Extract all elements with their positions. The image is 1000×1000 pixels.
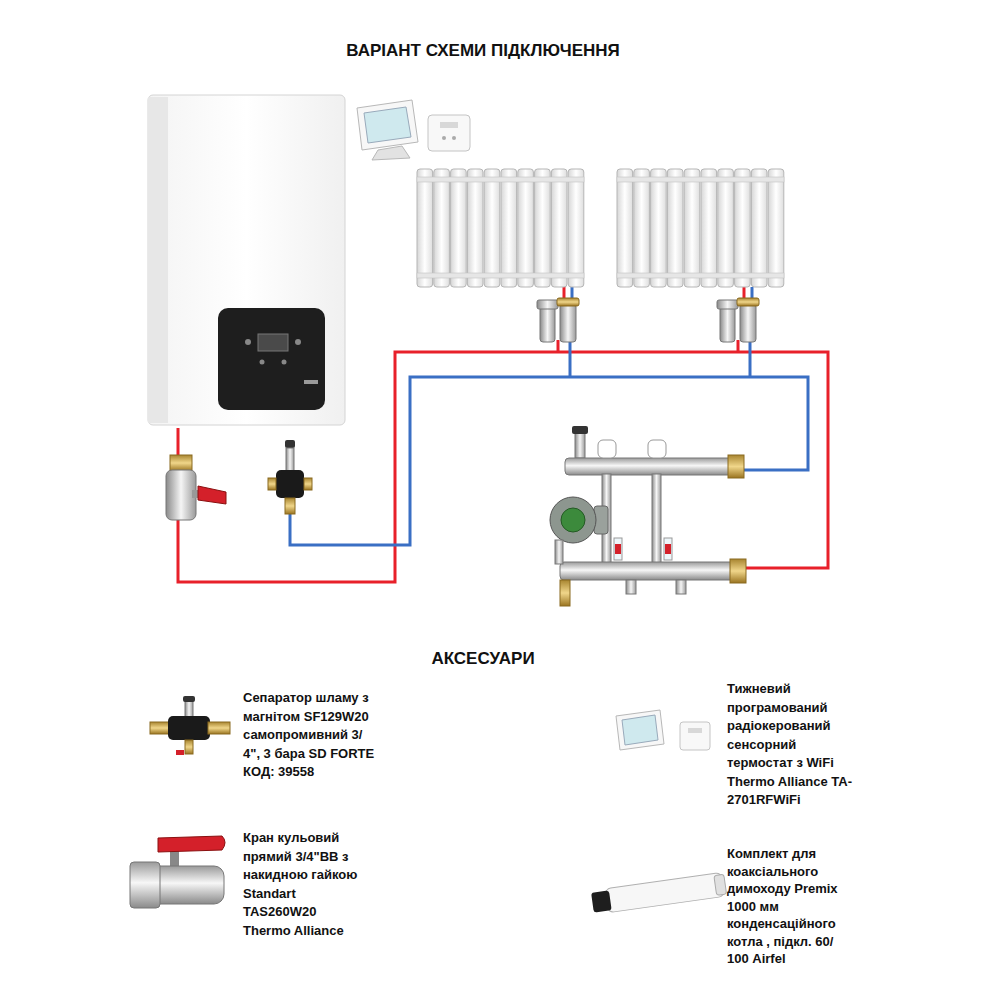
boiler [218,308,325,410]
manifold [560,562,736,580]
accessory-description: Кран кульовий прямий 3/4"ВВ з накидною г… [243,829,358,940]
boiler [148,95,345,425]
thermostat-illustration [680,722,710,750]
diagram-title: ВАРІАНТ СХЕМИ ПІДКЛЮЧЕННЯ [233,40,733,62]
thermostat-illustration [428,115,470,151]
ball-valve [166,455,226,520]
sludge-separator [276,470,304,498]
manifold [626,580,636,594]
supply-pipe [557,340,560,352]
thermostat-illustration [357,100,418,150]
ball-valve [158,836,225,852]
sludge-separator [176,750,184,755]
return-pipe [569,340,572,377]
sludge-separator [268,478,276,490]
thermostat-illustration [372,146,410,160]
radiator-valve [537,298,759,342]
sludge-separator [285,498,295,514]
return-pipe [290,377,808,545]
boiler [260,360,265,365]
manifold [730,559,746,583]
radiator-valve [740,304,756,342]
coaxial-flue [591,872,727,914]
coaxial-flue [605,873,725,913]
manifold [676,580,686,594]
thermostat-illustration [442,136,446,140]
supply-pipe [178,287,828,582]
radiator-valve [537,300,558,309]
ball-valve [166,470,196,520]
boiler [282,360,287,365]
radiator-valve [557,298,579,306]
return-pipe [290,287,808,545]
section-heading: АКСЕСУАРИ [383,648,583,670]
thermostat-illustration [622,715,658,745]
manifold [560,580,570,606]
radiator-valve [737,298,759,306]
coaxial-flue [591,890,612,912]
sludge-separator [268,440,312,514]
manifold [565,458,733,475]
manifold [572,426,588,434]
manifold [728,455,744,478]
coaxial-flue [714,874,727,895]
boiler [148,95,345,425]
thermostat-illustration [452,136,456,140]
return-pipe [749,340,752,377]
radiator-valve [540,306,555,342]
ball-valve [198,486,226,504]
sludge-separator [168,716,210,740]
boiler [304,380,318,384]
radiator-valve [717,300,738,309]
manifold [664,538,672,560]
manifold [575,430,585,458]
manifold [615,544,621,554]
thermostat-illustration [616,710,664,750]
radiator-valve [720,306,735,342]
radiator [617,169,784,287]
manifold [614,538,622,560]
sludge-separator [183,696,195,702]
sludge-separator [304,478,312,490]
ball-valve [130,836,225,908]
boiler [245,339,251,345]
accessory-description: Тижневий програмований радіокерований се… [727,680,857,810]
accessory-description: Сепаратор шламу з магнітом SF129W20 само… [243,689,378,782]
boiler [148,97,168,423]
manifold [598,440,616,458]
manifold [555,540,563,564]
sludge-separator [286,448,294,472]
manifold [550,426,746,606]
thermostat-illustration [616,710,710,750]
manifold [648,440,666,458]
thermostat-illustration [440,122,458,128]
sludge-separator [185,740,193,754]
ball-valve [170,455,192,471]
manifold [665,544,671,554]
boiler [295,339,301,345]
sludge-separator [285,440,295,448]
supply-pipe [737,340,740,352]
radiator [417,169,584,287]
sludge-separator [150,722,170,734]
ball-valve [130,862,160,908]
thermostat-illustration [357,100,470,160]
thermostat-illustration [364,107,411,143]
thermostat-illustration [688,728,702,733]
manifold [550,497,596,543]
manifold [652,474,661,564]
accessory-description: Комплект для коаксіального димоходу Prem… [727,845,857,968]
manifold [561,508,585,532]
sludge-separator [150,696,230,755]
sludge-separator [208,722,230,734]
boiler [258,334,288,351]
radiator-valve [560,304,576,342]
